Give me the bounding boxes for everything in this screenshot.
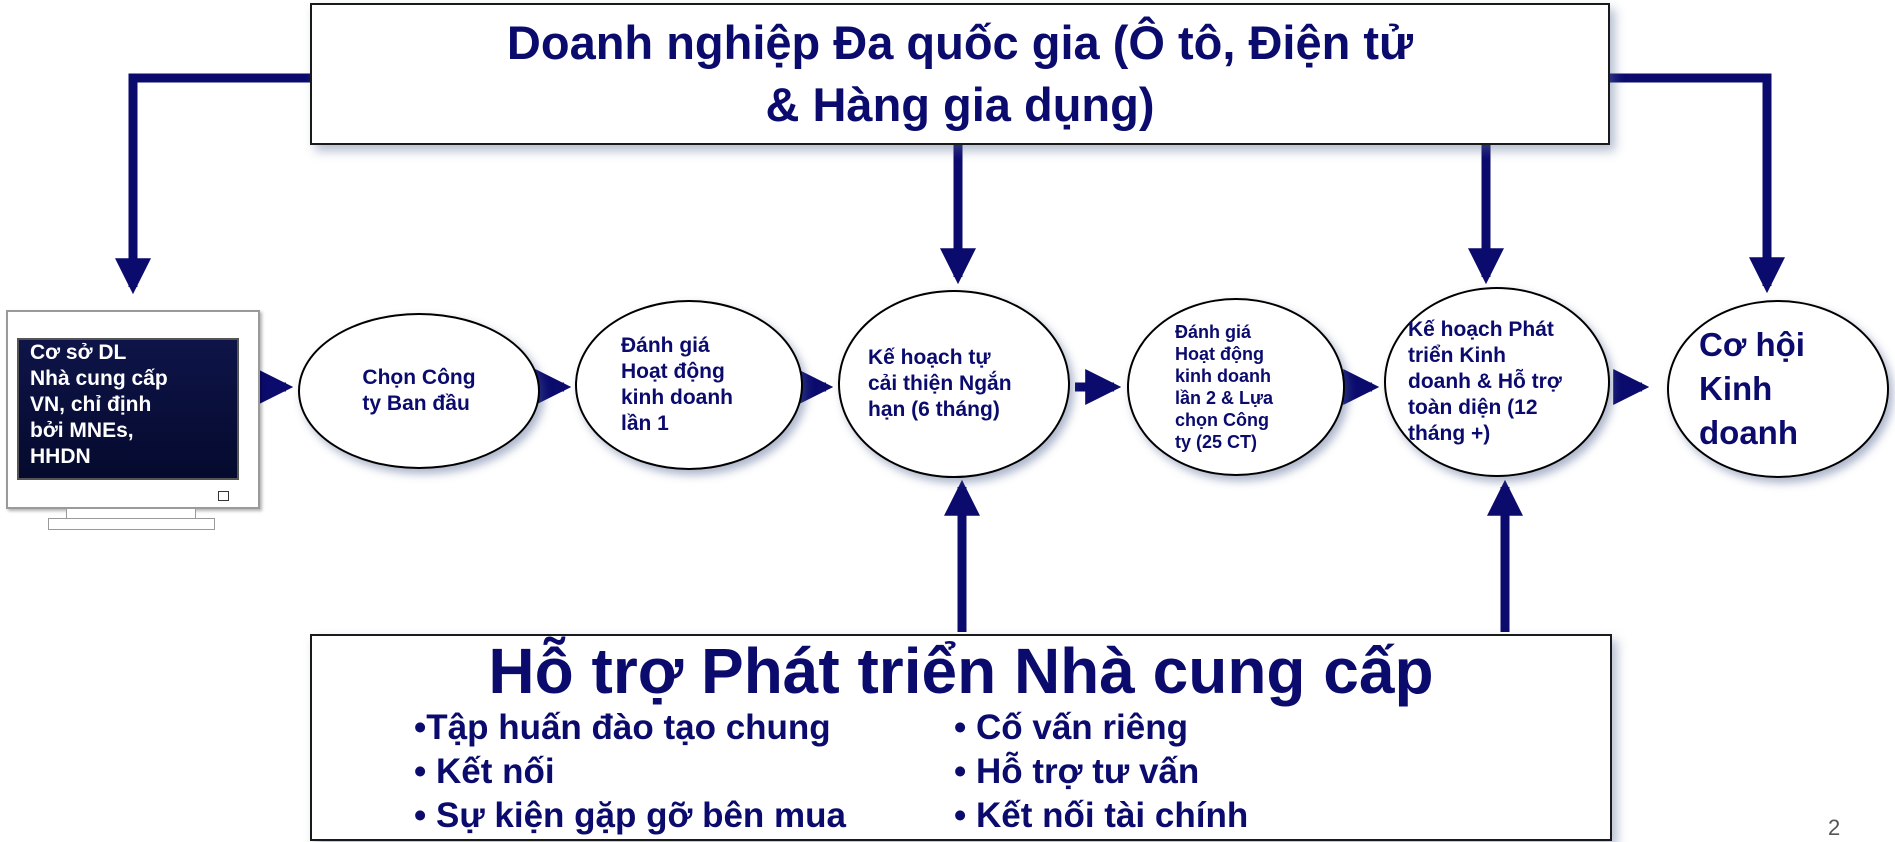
arrow-top-to-database — [115, 73, 310, 295]
node-development-plan: Kế hoạch Phát triển Kinh doanh & Hỗ trợ … — [1384, 287, 1610, 477]
node-second-assessment: Đánh giá Hoạt động kinh doanh lần 2 & Lự… — [1127, 298, 1345, 476]
node-line: Cơ hội — [1699, 326, 1805, 363]
node-line: lần 2 & Lựa — [1175, 388, 1274, 408]
database-line: VN, chỉ định — [30, 393, 152, 416]
node-line: triển Kinh — [1408, 344, 1506, 367]
monitor-power-button — [218, 491, 229, 501]
node-line: lần 1 — [621, 412, 669, 435]
top-box-title: Doanh nghiệp Đa quốc gia (Ô tô, Điện tử … — [507, 12, 1413, 136]
database-label: Cơ sở DL Nhà cung cấp VN, chỉ định bởi M… — [30, 340, 235, 470]
node-line: hạn (6 tháng) — [868, 398, 1000, 421]
node-business-opportunity: Cơ hội Kinh doanh — [1667, 300, 1889, 478]
node-line: ty (25 CT) — [1175, 432, 1258, 452]
bottom-box-title: Hỗ trợ Phát triển Nhà cung cấp — [488, 635, 1434, 707]
support-item: • Kết nối tài chính — [954, 796, 1249, 835]
node-initial-selection: Chọn Công ty Ban đầu — [298, 313, 540, 469]
node-line: doanh — [1699, 414, 1798, 451]
supplier-development-support-box: Hỗ trợ Phát triển Nhà cung cấp •Tập huấn… — [310, 634, 1612, 841]
node-line: toàn diện (12 — [1408, 396, 1538, 419]
database-monitor: Cơ sở DL Nhà cung cấp VN, chỉ định bởi M… — [4, 310, 260, 532]
node-line: Chọn Công — [362, 366, 476, 389]
node-short-term-plan: Kế hoạch tự cải thiện Ngắn hạn (6 tháng) — [838, 290, 1070, 478]
node-line: Đánh giá — [621, 334, 710, 357]
node-first-assessment: Đánh giá Hoạt động kinh doanh lần 1 — [575, 300, 803, 470]
support-item: • Kết nối — [414, 752, 555, 791]
support-item: •Tập huấn đào tạo chung — [414, 708, 831, 747]
node-line: doanh & Hỗ trợ — [1408, 370, 1562, 393]
node-line: kinh doanh — [1175, 366, 1271, 386]
top-box-title-line2: & Hàng gia dụng) — [765, 78, 1155, 131]
node-line: Kế hoạch tự — [868, 346, 991, 369]
monitor-stand-base — [48, 518, 215, 530]
database-line: bởi MNEs, — [30, 419, 134, 442]
support-item: • Hỗ trợ tư vấn — [954, 752, 1200, 791]
support-list-left: •Tập huấn đào tạo chung • Kết nối • Sự k… — [414, 706, 846, 838]
node-line: chọn Công — [1175, 410, 1269, 430]
database-line: Nhà cung cấp — [30, 367, 168, 390]
database-line: HHDN — [30, 445, 91, 468]
support-item: • Sự kiện gặp gỡ bên mua — [414, 796, 846, 835]
multinational-enterprises-box: Doanh nghiệp Đa quốc gia (Ô tô, Điện tử … — [310, 3, 1610, 145]
node-line: kinh doanh — [621, 386, 733, 409]
node-line: Hoạt động — [1175, 344, 1264, 364]
node-line: ty Ban đầu — [362, 392, 470, 415]
database-line: Cơ sở DL — [30, 341, 127, 364]
monitor-screen — [17, 338, 239, 480]
node-line: Hoạt động — [621, 360, 725, 383]
page-number: 2 — [1828, 815, 1841, 840]
node-line: cải thiện Ngắn — [868, 372, 1012, 395]
node-line: Kế hoạch Phát — [1408, 318, 1554, 341]
arrow-top-to-opportunity — [1608, 73, 1785, 294]
support-item: • Cố vấn riêng — [954, 708, 1188, 747]
node-line: Đánh giá — [1175, 322, 1252, 342]
node-line: tháng +) — [1408, 422, 1491, 445]
top-box-title-line1: Doanh nghiệp Đa quốc gia (Ô tô, Điện tử — [506, 15, 1414, 69]
support-list-right: • Cố vấn riêng • Hỗ trợ tư vấn • Kết nối… — [954, 706, 1248, 838]
node-line: Kinh — [1699, 370, 1773, 407]
